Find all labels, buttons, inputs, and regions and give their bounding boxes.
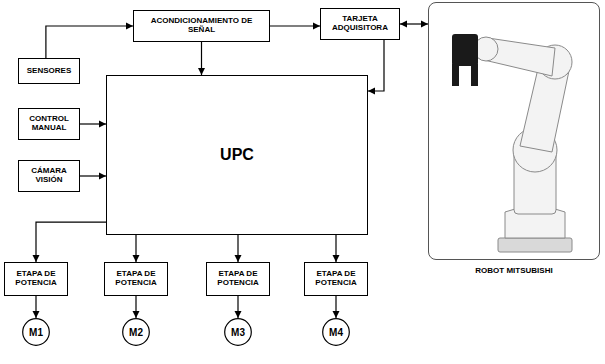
circle-shape	[23, 319, 50, 346]
connector	[237, 235, 238, 262]
connector	[80, 123, 106, 124]
process-box: ACONDICIONAMIENTO DE SEÑAL	[133, 10, 270, 42]
connector	[80, 175, 106, 176]
process-box: ETAPA DE POTENCIA	[304, 262, 368, 296]
connector	[270, 25, 320, 26]
node-label: ACONDICIONAMIENTO DE SEÑAL	[137, 17, 266, 35]
node-label: M1	[29, 327, 43, 338]
process-box: UPC	[106, 75, 368, 235]
node-label: SENSORES	[27, 67, 71, 76]
motor-circle: M1	[22, 318, 50, 346]
node-label: ETAPA DE POTENCIA	[8, 270, 64, 288]
gripper-finger	[471, 64, 478, 86]
connector	[36, 222, 106, 262]
circle-shape	[123, 319, 150, 346]
motor-circle: M3	[224, 318, 252, 346]
robot-gripper	[452, 34, 478, 86]
circle-shape	[323, 319, 350, 346]
connector	[368, 40, 384, 91]
process-box: CONTROL MANUAL	[18, 108, 80, 140]
process-box: ETAPA DE POTENCIA	[206, 262, 270, 296]
robot-arm	[474, 37, 572, 252]
circle-shape	[225, 319, 252, 346]
connector	[35, 296, 36, 318]
node-label: CONTROL MANUAL	[22, 115, 76, 133]
connector	[201, 42, 202, 75]
process-box: CÁMARA VISIÓN	[18, 160, 80, 192]
robot-base-plate	[498, 238, 572, 252]
connector	[335, 235, 336, 262]
connector	[135, 235, 136, 262]
node-label: UPC	[220, 146, 254, 164]
process-box: SENSORES	[18, 58, 80, 84]
node-label: ETAPA DE POTENCIA	[308, 270, 364, 288]
process-box: ETAPA DE POTENCIA	[104, 262, 168, 296]
node-label: CÁMARA VISIÓN	[22, 167, 76, 185]
gripper-body	[452, 34, 478, 66]
node-label: TARJETA ADQUISITORA	[324, 15, 396, 33]
connector	[335, 296, 336, 318]
node-label: ETAPA DE POTENCIA	[210, 270, 266, 288]
node-label: M3	[231, 327, 245, 338]
node-label: ETAPA DE POTENCIA	[108, 270, 164, 288]
node-label: M4	[329, 327, 343, 338]
process-box: ETAPA DE POTENCIA	[4, 262, 68, 296]
robot-frame: ROBOT MITSUBISHI	[428, 2, 600, 260]
process-box: TARJETA ADQUISITORA	[320, 8, 400, 40]
connector	[135, 296, 136, 318]
gripper-finger	[452, 64, 459, 86]
connector	[237, 296, 238, 318]
motor-circle: M2	[122, 318, 150, 346]
node-label: M2	[129, 327, 143, 338]
connector	[46, 26, 133, 58]
connector	[400, 23, 428, 24]
node-label: ROBOT MITSUBISHI	[429, 267, 599, 276]
motor-circle: M4	[322, 318, 350, 346]
